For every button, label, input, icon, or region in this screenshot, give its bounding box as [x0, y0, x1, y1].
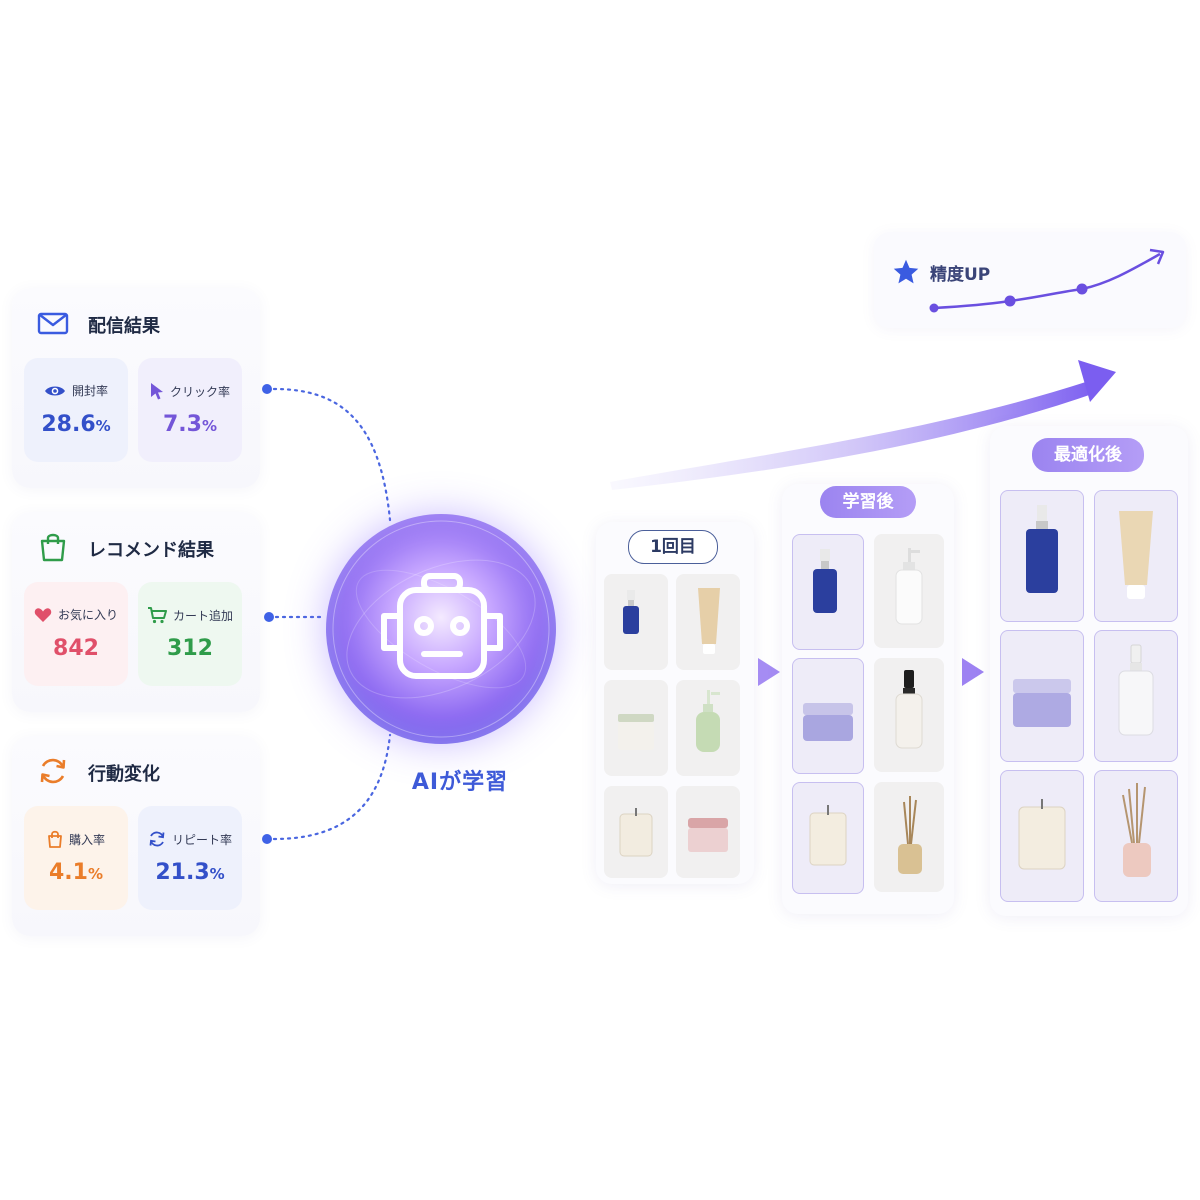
optimized-candle-tile [1000, 770, 1084, 902]
purchase-rate-label: 購入率 [68, 832, 105, 847]
eye-icon [44, 386, 65, 395]
recommend-results-title: レコメンド結果 [88, 540, 214, 561]
purchase-rate-value: 4.1% [48, 860, 103, 885]
shopping-bag-icon [40, 533, 66, 562]
cart-add-label: カート追加 [172, 608, 233, 623]
delivery-results-title: 配信結果 [88, 316, 160, 337]
product-tube-tile [676, 574, 740, 670]
product-serum-tile [604, 574, 668, 670]
heart-icon [34, 607, 52, 622]
optimized-clear-bottle-tile [1094, 630, 1178, 762]
first-round-pill: 1回目 [628, 530, 718, 564]
cart-add-value: 312 [167, 636, 213, 661]
optimized-serum-tile [1000, 490, 1084, 622]
ai-learning-label: AIが学習 [411, 770, 509, 795]
optimized-jar-tile [1000, 630, 1084, 762]
click-rate-label: クリック率 [169, 384, 230, 399]
precision-up-label: 精度UP [930, 265, 991, 285]
behavior-connector-dot [262, 834, 272, 844]
refresh-icon [40, 758, 66, 784]
open-rate-metric: 開封率 28.6% [24, 358, 128, 462]
product-candle-tile [604, 786, 668, 878]
learned-pump-tile [874, 534, 944, 648]
cart-icon [147, 607, 167, 624]
repeat-icon [149, 831, 165, 847]
learned-dropper-tile [874, 658, 944, 772]
repeat-rate-label: リピート率 [171, 832, 232, 847]
learned-jar-tile [792, 658, 864, 774]
favorites-metric: お気に入り 842 [24, 582, 128, 686]
optimized-pill: 最適化後 [1032, 438, 1144, 472]
repeat-rate-metric: リピート率 21.3% [138, 806, 242, 910]
delivery-connector-dot [262, 384, 272, 394]
learned-serum-tile [792, 534, 864, 650]
click-rate-value: 7.3% [162, 412, 217, 437]
precision-up-card [874, 232, 1186, 328]
favorites-label: お気に入り [57, 608, 118, 622]
cursor-icon [150, 383, 163, 400]
open-rate-label: 開封率 [71, 384, 108, 398]
after-learning-pill: 学習後 [820, 486, 916, 518]
open-rate-value: 28.6% [41, 412, 111, 437]
product-pink-jar-tile [676, 786, 740, 878]
optimized-tube-tile [1094, 490, 1178, 622]
repeat-rate-value: 21.3% [155, 860, 225, 885]
star-icon [893, 259, 919, 284]
behavior-change-title: 行動変化 [88, 764, 160, 785]
click-rate-metric: クリック率 7.3% [138, 358, 242, 462]
robot-icon [381, 573, 503, 679]
learned-diffuser-tile [874, 782, 944, 892]
recommend-connector-dot [264, 612, 274, 622]
ai-orb [326, 514, 556, 744]
purchase-rate-metric: 購入率 4.1% [24, 806, 128, 910]
learned-candle-tile [792, 782, 864, 894]
stage-arrow-2 [962, 658, 984, 686]
mail-icon [37, 312, 69, 335]
product-pump-bottle-tile [676, 680, 740, 776]
orb-glow-rings [332, 520, 550, 738]
cart-add-metric: カート追加 312 [138, 582, 242, 686]
optimized-diffuser-tile [1094, 770, 1178, 902]
product-jar-tile [604, 680, 668, 776]
bag-icon [48, 830, 62, 848]
stage-arrow-1 [758, 658, 780, 686]
favorites-value: 842 [53, 636, 99, 661]
